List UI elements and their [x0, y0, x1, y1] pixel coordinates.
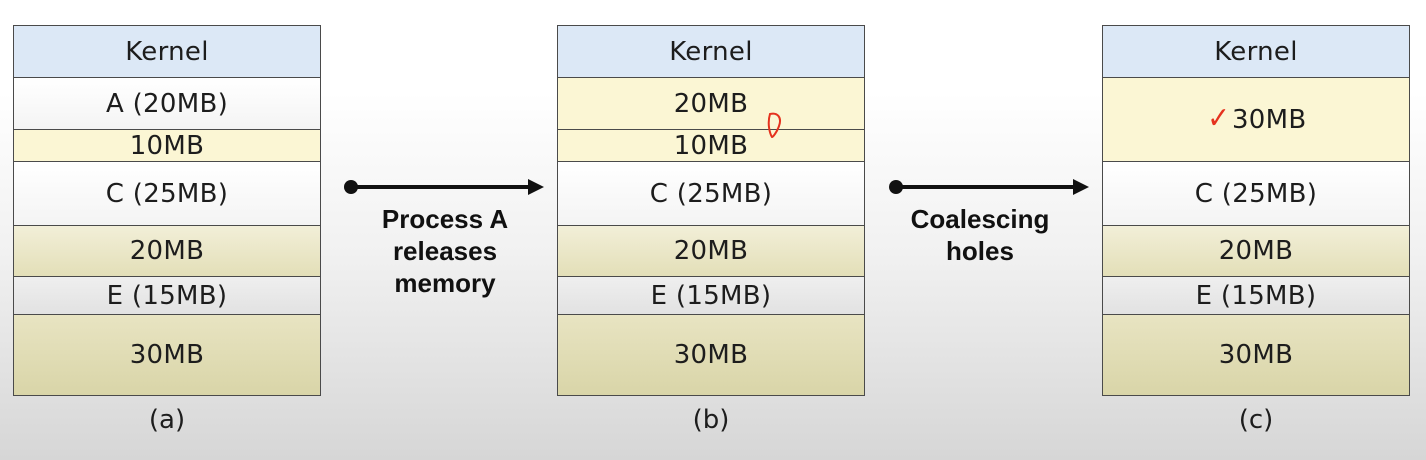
caption-b: (b): [692, 405, 730, 435]
segment-hole-20mb: 20MB: [1103, 225, 1409, 276]
segment-hole-10mb: 10MB: [558, 129, 864, 161]
segment-kernel: Kernel: [14, 26, 320, 77]
segment-process-c: C (25MB): [558, 161, 864, 225]
segment-hole-30mb: 30MB: [558, 314, 864, 395]
label-line: Process A: [381, 204, 509, 234]
arrow-coalesce-label: Coalescing holes: [895, 203, 1065, 267]
segment-hole-20mb: 20MB: [558, 225, 864, 276]
segment-hole-30mb: 30MB: [14, 314, 320, 395]
segment-process-a: A (20MB): [14, 77, 320, 129]
segment-kernel: Kernel: [1103, 26, 1409, 77]
segment-hole-10mb: 10MB: [14, 129, 320, 161]
label-line: releases: [392, 236, 498, 266]
pen-scribble: [767, 112, 781, 139]
segment-process-e: E (15MB): [558, 276, 864, 314]
label-line: holes: [946, 236, 1014, 266]
caption-c: (c): [1238, 405, 1274, 435]
segment-hole-20mb: 20MB: [14, 225, 320, 276]
label-line: Coalescing: [910, 204, 1050, 234]
arrow-head: [528, 179, 544, 195]
memory-map-a: Kernel A (20MB) 10MB C (25MB) 20MB E (15…: [13, 25, 321, 396]
label-line: memory: [394, 268, 496, 298]
segment-hole-20mb-freed: 20MB: [558, 77, 864, 129]
memory-map-b: Kernel 20MB 10MB C (25MB) 20MB E (15MB) …: [557, 25, 865, 396]
segment-hole-30mb: 30MB: [1103, 314, 1409, 395]
segment-hole-30mb-merged: ✓30MB: [1103, 77, 1409, 161]
caption-a: (a): [148, 405, 186, 435]
arrow-coalesce: [889, 179, 1089, 195]
segment-process-e: E (15MB): [1103, 276, 1409, 314]
segment-process-c: C (25MB): [14, 161, 320, 225]
segment-process-e: E (15MB): [14, 276, 320, 314]
segment-kernel: Kernel: [558, 26, 864, 77]
arrow-release: [344, 179, 544, 195]
check-mark-icon: ✓: [1206, 101, 1230, 136]
arrow-release-label: Process A releases memory: [360, 203, 530, 299]
segment-process-c: C (25MB): [1103, 161, 1409, 225]
arrow-head: [1073, 179, 1089, 195]
segment-label: 30MB: [1231, 104, 1307, 135]
memory-map-c: Kernel ✓30MB C (25MB) 20MB E (15MB) 30MB: [1102, 25, 1410, 396]
